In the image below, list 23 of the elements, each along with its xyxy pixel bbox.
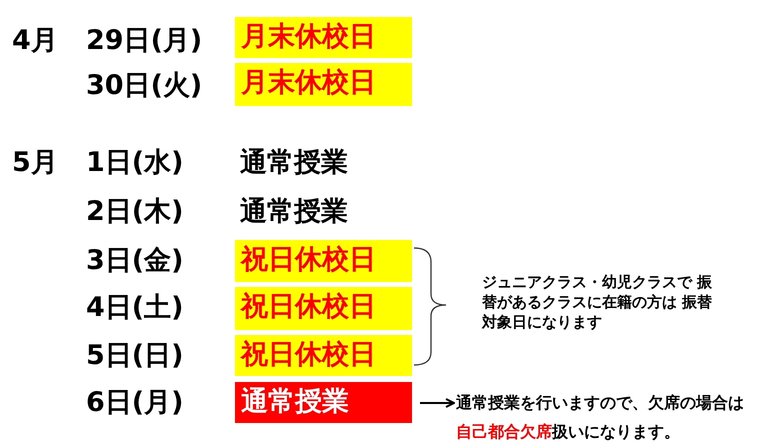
status-box: 祝日休校日	[235, 287, 412, 330]
date-label: 6日(月)	[86, 386, 184, 420]
date-label: 3日(金)	[86, 244, 184, 278]
date-label: 5日(日)	[86, 339, 184, 373]
month-label: 4月	[12, 24, 58, 58]
date-label: 1日(水)	[86, 146, 184, 180]
date-label: 4日(土)	[86, 291, 184, 325]
status-text: 通常授業	[240, 146, 348, 180]
status-text: 通常授業	[240, 195, 348, 229]
date-label: 2日(木)	[86, 195, 184, 229]
date-label: 29日(月)	[86, 24, 202, 58]
note-text: ジュニアクラス・幼児クラスで 振替があるクラスに在籍の方は 振替対象日になります	[482, 272, 714, 332]
note-text: 扱いになります。	[552, 422, 680, 441]
status-box: 祝日休校日	[235, 240, 412, 282]
status-box: 通常授業	[235, 382, 412, 423]
date-label: 30日(火)	[86, 69, 202, 103]
arrow	[420, 398, 455, 408]
status-box: 月末休校日	[235, 63, 412, 106]
highlighted-text: 自己都合欠席	[456, 422, 552, 441]
month-label: 5月	[12, 146, 58, 180]
status-box: 月末休校日	[235, 17, 412, 58]
note-text: 通常授業を行いますので、欠席の場合は	[456, 392, 745, 414]
status-box: 祝日休校日	[235, 335, 412, 376]
